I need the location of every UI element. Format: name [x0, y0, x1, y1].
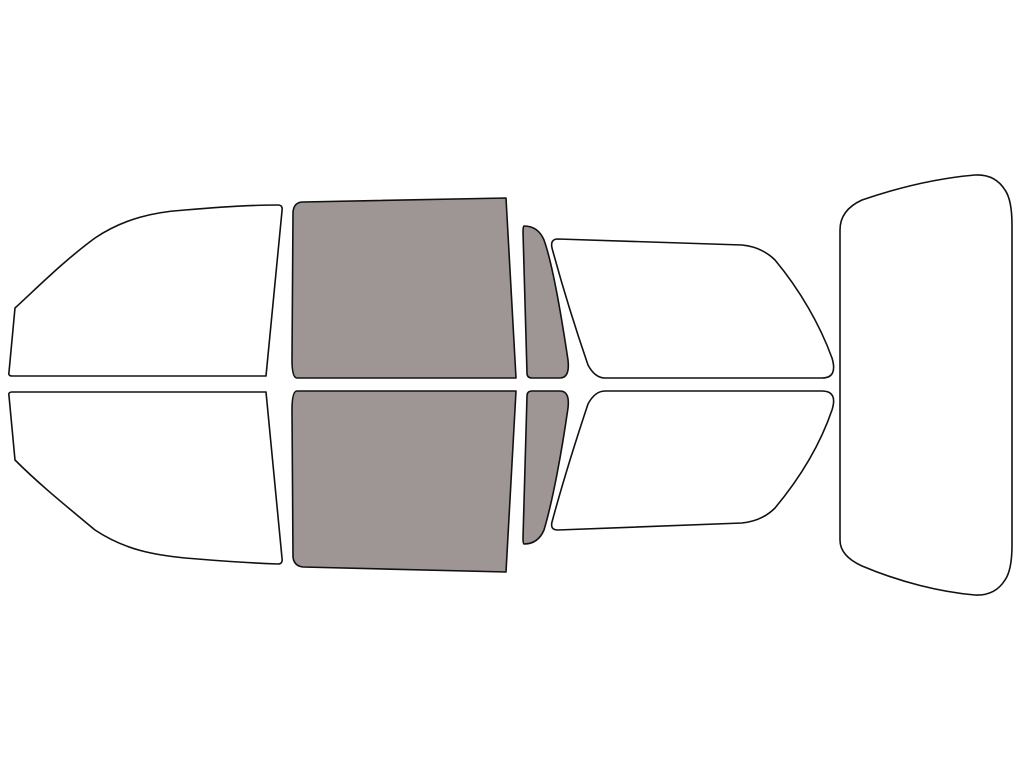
- rear-vent-window-bottom[interactable]: [522, 390, 570, 545]
- front-door-window-top[interactable]: [8, 204, 283, 377]
- quarter-window-bottom[interactable]: [550, 390, 835, 531]
- rear-door-window-bottom[interactable]: [291, 390, 517, 573]
- rear-windshield[interactable]: [839, 174, 1013, 596]
- rear-vent-window-top[interactable]: [522, 225, 570, 379]
- rear-door-window-top[interactable]: [291, 197, 517, 379]
- front-door-window-bottom[interactable]: [8, 391, 283, 565]
- quarter-window-top[interactable]: [550, 238, 835, 379]
